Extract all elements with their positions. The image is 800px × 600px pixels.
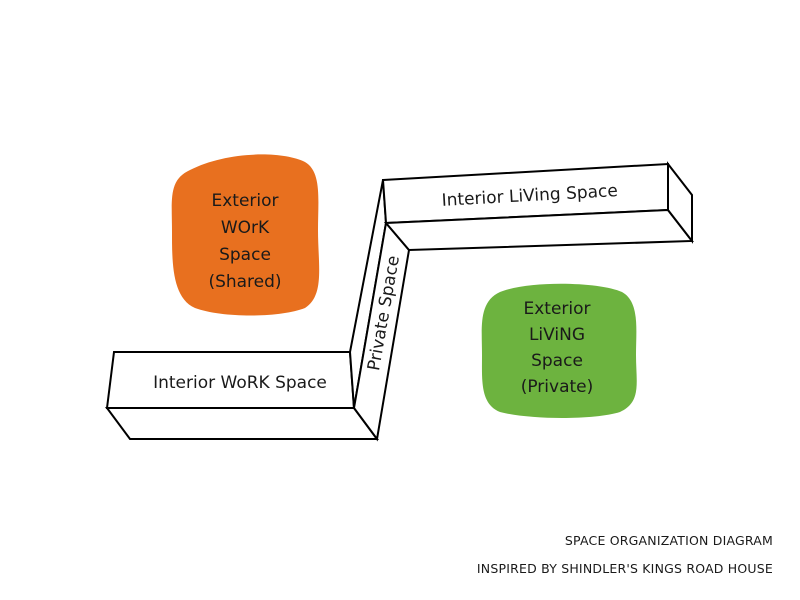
exterior-work-line-3: Space [219, 245, 271, 265]
exterior-living-line-4: (Private) [521, 377, 594, 397]
interior-living-end-face [667, 161, 693, 244]
exterior-work-line-1: Exterior [211, 191, 278, 211]
interior-bar-3d: Interior WoRK Space Interior LiVing Spac… [105, 161, 694, 442]
interior-work-label: Interior WoRK Space [153, 373, 327, 393]
exterior-living-space-shape [481, 283, 637, 418]
interior-work-bottom-face [105, 407, 379, 440]
exterior-living-space-blob: Exterior LiViNG Space (Private) [481, 283, 637, 418]
exterior-work-line-4: (Shared) [208, 272, 281, 292]
exterior-living-line-2: LiViNG [529, 325, 585, 345]
exterior-work-space-shape [171, 154, 320, 316]
exterior-living-line-1: Exterior [523, 299, 590, 319]
exterior-work-space-blob: Exterior WOrK Space (Shared) [171, 154, 320, 316]
exterior-living-line-3: Space [531, 351, 583, 371]
caption-subtitle: INSPIRED BY SHINDLER'S KINGS ROAD HOUSE [476, 561, 773, 576]
caption-title: SPACE ORGANIZATION DIAGRAM [564, 533, 773, 548]
exterior-work-line-2: WOrK [221, 218, 270, 238]
